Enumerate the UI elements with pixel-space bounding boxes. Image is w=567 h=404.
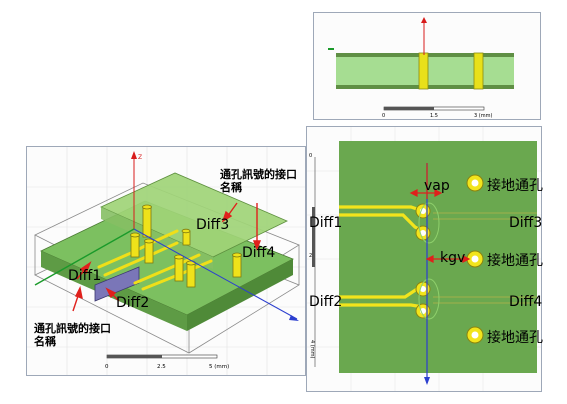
plan-diff3-label: Diff3 [509, 215, 543, 231]
plan-diff4-label: Diff4 [509, 294, 543, 310]
iso-scale-tick-0: 0 [105, 364, 109, 370]
iso-diff4-label: Diff4 [242, 245, 276, 261]
axis-z-label: Z [138, 154, 142, 161]
ruler-tick-0: 0 [309, 153, 312, 159]
isometric-view: Z 0 2.5 5 (mm) [26, 146, 306, 376]
cross-section-drawing: 0 1.5 3 (mm) [328, 17, 514, 119]
plan-view: 0 2 4 (mm) [306, 126, 542, 392]
port-name-label-bottom: 通孔訊號的接口名稱 [34, 322, 111, 348]
ruler-tick-2: 4 (mm) [309, 340, 315, 358]
iso-diff1-label: Diff1 [68, 268, 102, 284]
isometric-drawing: Z 0 2.5 5 (mm) [27, 147, 305, 375]
scale-tick-2: 3 (mm) [474, 113, 492, 119]
vap-label: vap [424, 178, 450, 194]
ground-via-label-3: 接地通孔 [487, 330, 543, 346]
iso-diff2-label: Diff2 [116, 295, 150, 311]
iso-scale-tick-2: 5 (mm) [209, 364, 229, 370]
scale-tick-1: 1.5 [430, 113, 438, 119]
scale-tick-0: 0 [382, 113, 385, 119]
upper-board-top [100, 172, 288, 258]
ruler-tick-1: 2 [309, 253, 312, 259]
plan-diff1-label: Diff1 [309, 215, 343, 231]
cross-section-view: 0 1.5 3 (mm) [313, 12, 541, 120]
plan-drawing: 0 2 4 (mm) [307, 127, 541, 391]
lower-board-side [187, 259, 293, 331]
via-barrel-right [473, 52, 484, 90]
plan-board [339, 141, 537, 373]
kgv-label: kgv [440, 250, 466, 266]
plan-diff2-label: Diff2 [309, 294, 343, 310]
trace-diff1 [97, 229, 179, 269]
ground-via-label-2: 接地通孔 [487, 253, 543, 269]
via-barrel-left [418, 52, 429, 90]
port-sheet [94, 266, 140, 302]
axis-x-line [133, 228, 298, 320]
port-name-label-top: 通孔訊號的接口名稱 [220, 168, 297, 194]
iso-scale-tick-1: 2.5 [157, 364, 166, 370]
iso-diff3-label: Diff3 [196, 217, 230, 233]
axis-y-line [34, 228, 135, 286]
upper-board-front [101, 207, 213, 269]
ground-via-label-1: 接地通孔 [487, 178, 543, 194]
